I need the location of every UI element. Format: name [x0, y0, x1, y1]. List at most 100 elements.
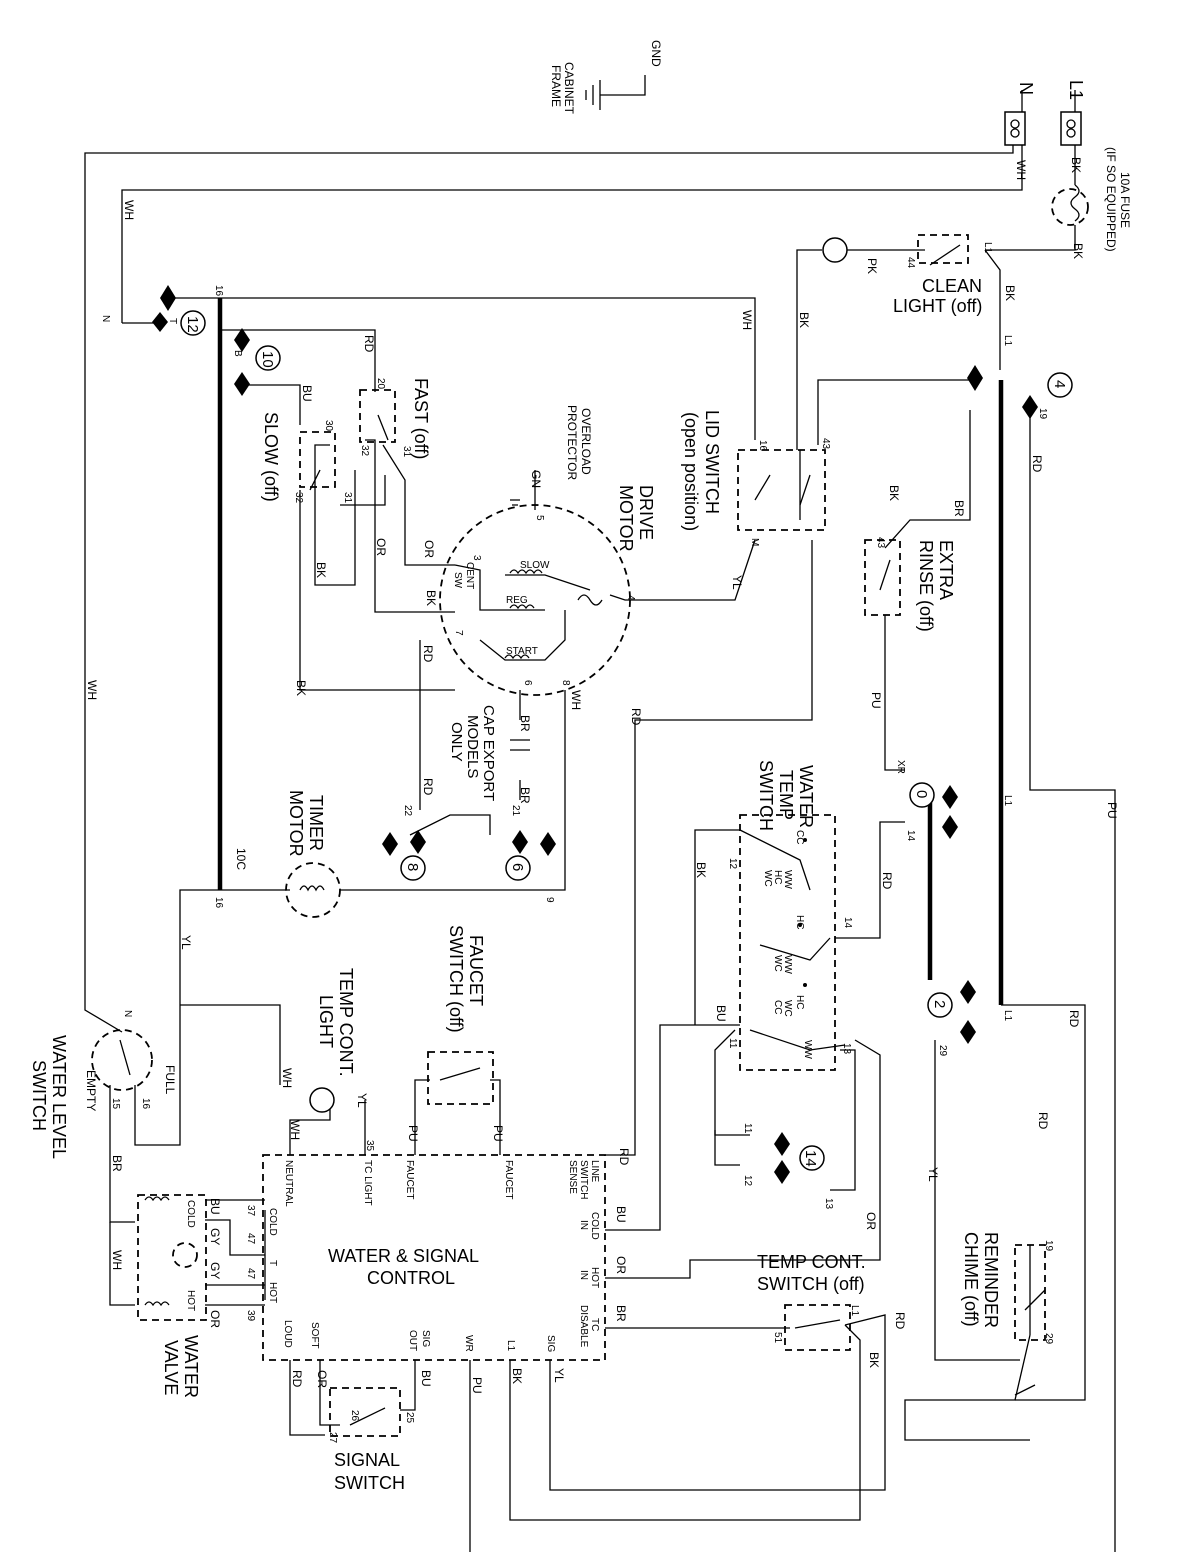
fast-switch-box — [359, 389, 396, 443]
term-num-11: 11 — [742, 1123, 753, 1134]
wire-label-yl: YL — [552, 1368, 566, 1383]
wire-label-rd: RD — [421, 778, 435, 796]
wt-pos: HC — [794, 995, 805, 1009]
faucet-switch-box — [427, 1051, 494, 1105]
wire-label-bu: BU — [300, 385, 314, 402]
term-num-32: 32 — [359, 445, 370, 457]
cam-0-label: 0 — [913, 790, 930, 798]
wire-label-rd: RD — [617, 1148, 631, 1166]
term-num-43: 43 — [875, 537, 886, 549]
wire-label-rd: RD — [421, 645, 435, 663]
cam-12-label: 12 — [184, 316, 201, 333]
wire-label-or: OR — [374, 538, 388, 556]
faucet-switch-label-2: SWITCH (off) — [446, 925, 466, 1033]
water-signal-control-label-2: CONTROL — [367, 1268, 455, 1288]
wire-label-bk: BK — [510, 1368, 524, 1384]
wire-label-gy: GY — [208, 1228, 222, 1245]
term-num-39: 39 — [245, 1310, 256, 1322]
terminal-hot-in-1: HOT — [589, 1267, 600, 1288]
wire-label-or: OR — [315, 1370, 329, 1388]
terminal-hot-in-2: IN — [578, 1270, 589, 1280]
wire-label-or: OR — [864, 1212, 878, 1230]
wire-label-wh: WH — [122, 200, 136, 220]
term-num-16: 16 — [213, 285, 224, 297]
wire-label-or: OR — [208, 1310, 222, 1328]
wire-label-bk: BK — [1071, 243, 1085, 259]
term-num-19: 19 — [1043, 1240, 1054, 1252]
signal-switch-label-2: SWITCH — [334, 1473, 405, 1493]
term-num-26: 26 — [349, 1410, 360, 1422]
wire-label-or: OR — [614, 1256, 628, 1274]
lid-switch-label-2: (open position) — [681, 412, 701, 531]
motor-slow-label: SLOW — [520, 560, 550, 571]
wire-label-pu: PU — [1105, 802, 1119, 819]
ground-label: GND — [649, 40, 663, 67]
terminal-cold-in-1: COLD — [589, 1212, 600, 1240]
wire-label-bk: BK — [1069, 157, 1083, 173]
term-num-6: 6 — [522, 680, 533, 686]
term-num-35: 35 — [364, 1140, 375, 1152]
wire-label-wh: WH — [280, 1068, 294, 1088]
temp-cont-light-lamp — [309, 1087, 335, 1113]
contact-b: B — [232, 350, 243, 357]
cam-10-marker — [255, 345, 281, 371]
wire-label-wh: WH — [288, 1120, 302, 1140]
cabinet-frame-label-1: CABINET — [562, 62, 576, 115]
water-level-label-2: SWITCH — [29, 1060, 49, 1131]
term-num-9: 9 — [544, 897, 555, 903]
terminal-sig: SIG — [545, 1335, 556, 1352]
extra-rinse-box — [864, 539, 901, 616]
terminal-line-switch-sense-2: SWITCH — [578, 1160, 589, 1199]
extra-rinse-label-1: EXTRA — [936, 540, 956, 600]
clean-light-label-1: CLEAN — [922, 276, 982, 296]
water-signal-control-label-1: WATER & SIGNAL — [328, 1246, 479, 1266]
term-num-12: 12 — [742, 1175, 753, 1187]
cam-12-marker — [180, 310, 206, 336]
signal-switch-box — [329, 1387, 401, 1437]
term-num-16: 16 — [757, 440, 768, 452]
reminder-chime-label-2: CHIME (off) — [961, 1232, 981, 1327]
symbols — [119, 111, 1082, 1426]
cabinet-frame-label-2: FRAME — [549, 65, 563, 107]
terminal-cold: COLD — [267, 1208, 278, 1236]
wire-label-rd: RD — [1036, 1112, 1050, 1130]
wire-label-bk: BK — [694, 862, 708, 878]
term-num-43: 43 — [820, 438, 831, 450]
wire-label-wh: WH — [569, 690, 583, 710]
term-num-29: 29 — [937, 1045, 948, 1057]
cam-2-label: 2 — [931, 1000, 948, 1008]
term-num-44: 44 — [905, 257, 916, 269]
wire-label-bk: BK — [294, 680, 308, 696]
wt-pos: WW — [782, 955, 793, 974]
clean-light-lamp — [822, 237, 848, 263]
term-num-31: 31 — [401, 446, 412, 458]
contact-m: M — [749, 538, 760, 546]
reminder-chime-label-1: REMINDER — [981, 1232, 1001, 1328]
motor-start-label: START — [506, 646, 538, 657]
terminal-loud: LOUD — [282, 1320, 293, 1348]
term-num-30: 30 — [323, 420, 334, 432]
wire-label-bk: BK — [314, 562, 328, 578]
term-num-16: 16 — [140, 1098, 151, 1110]
terminal-soft: SOFT — [309, 1322, 320, 1349]
wire-label-pk: PK — [865, 258, 879, 274]
wt-pos: WW — [802, 1040, 813, 1059]
overload-label-1: OVERLOAD — [579, 408, 593, 475]
wire-label-wh: WH — [110, 1250, 124, 1270]
cam-8-marker — [400, 855, 426, 881]
wire-label-bu: BU — [208, 1198, 222, 1215]
wire-label-rd: RD — [1067, 1010, 1081, 1028]
fuse-outline — [1051, 188, 1089, 226]
wire-label-wh: WH — [85, 680, 99, 700]
term-num-51: 51 — [772, 1332, 783, 1344]
contact-xr: XR — [895, 760, 906, 774]
temp-cont-switch-box — [784, 1304, 851, 1351]
extra-rinse-label-2: RINSE (off) — [916, 540, 936, 632]
cam-14-label: 14 — [802, 1150, 819, 1167]
cam-4-marker — [1047, 372, 1073, 398]
term-num-27: 27 — [327, 1432, 338, 1444]
cap-export-label-1: CAP EXPORT — [480, 705, 497, 801]
term-num-11: 11 — [727, 1038, 738, 1049]
wire-label-bu: BU — [614, 1206, 628, 1223]
temp-cont-switch-label-2: SWITCH (off) — [757, 1274, 865, 1294]
